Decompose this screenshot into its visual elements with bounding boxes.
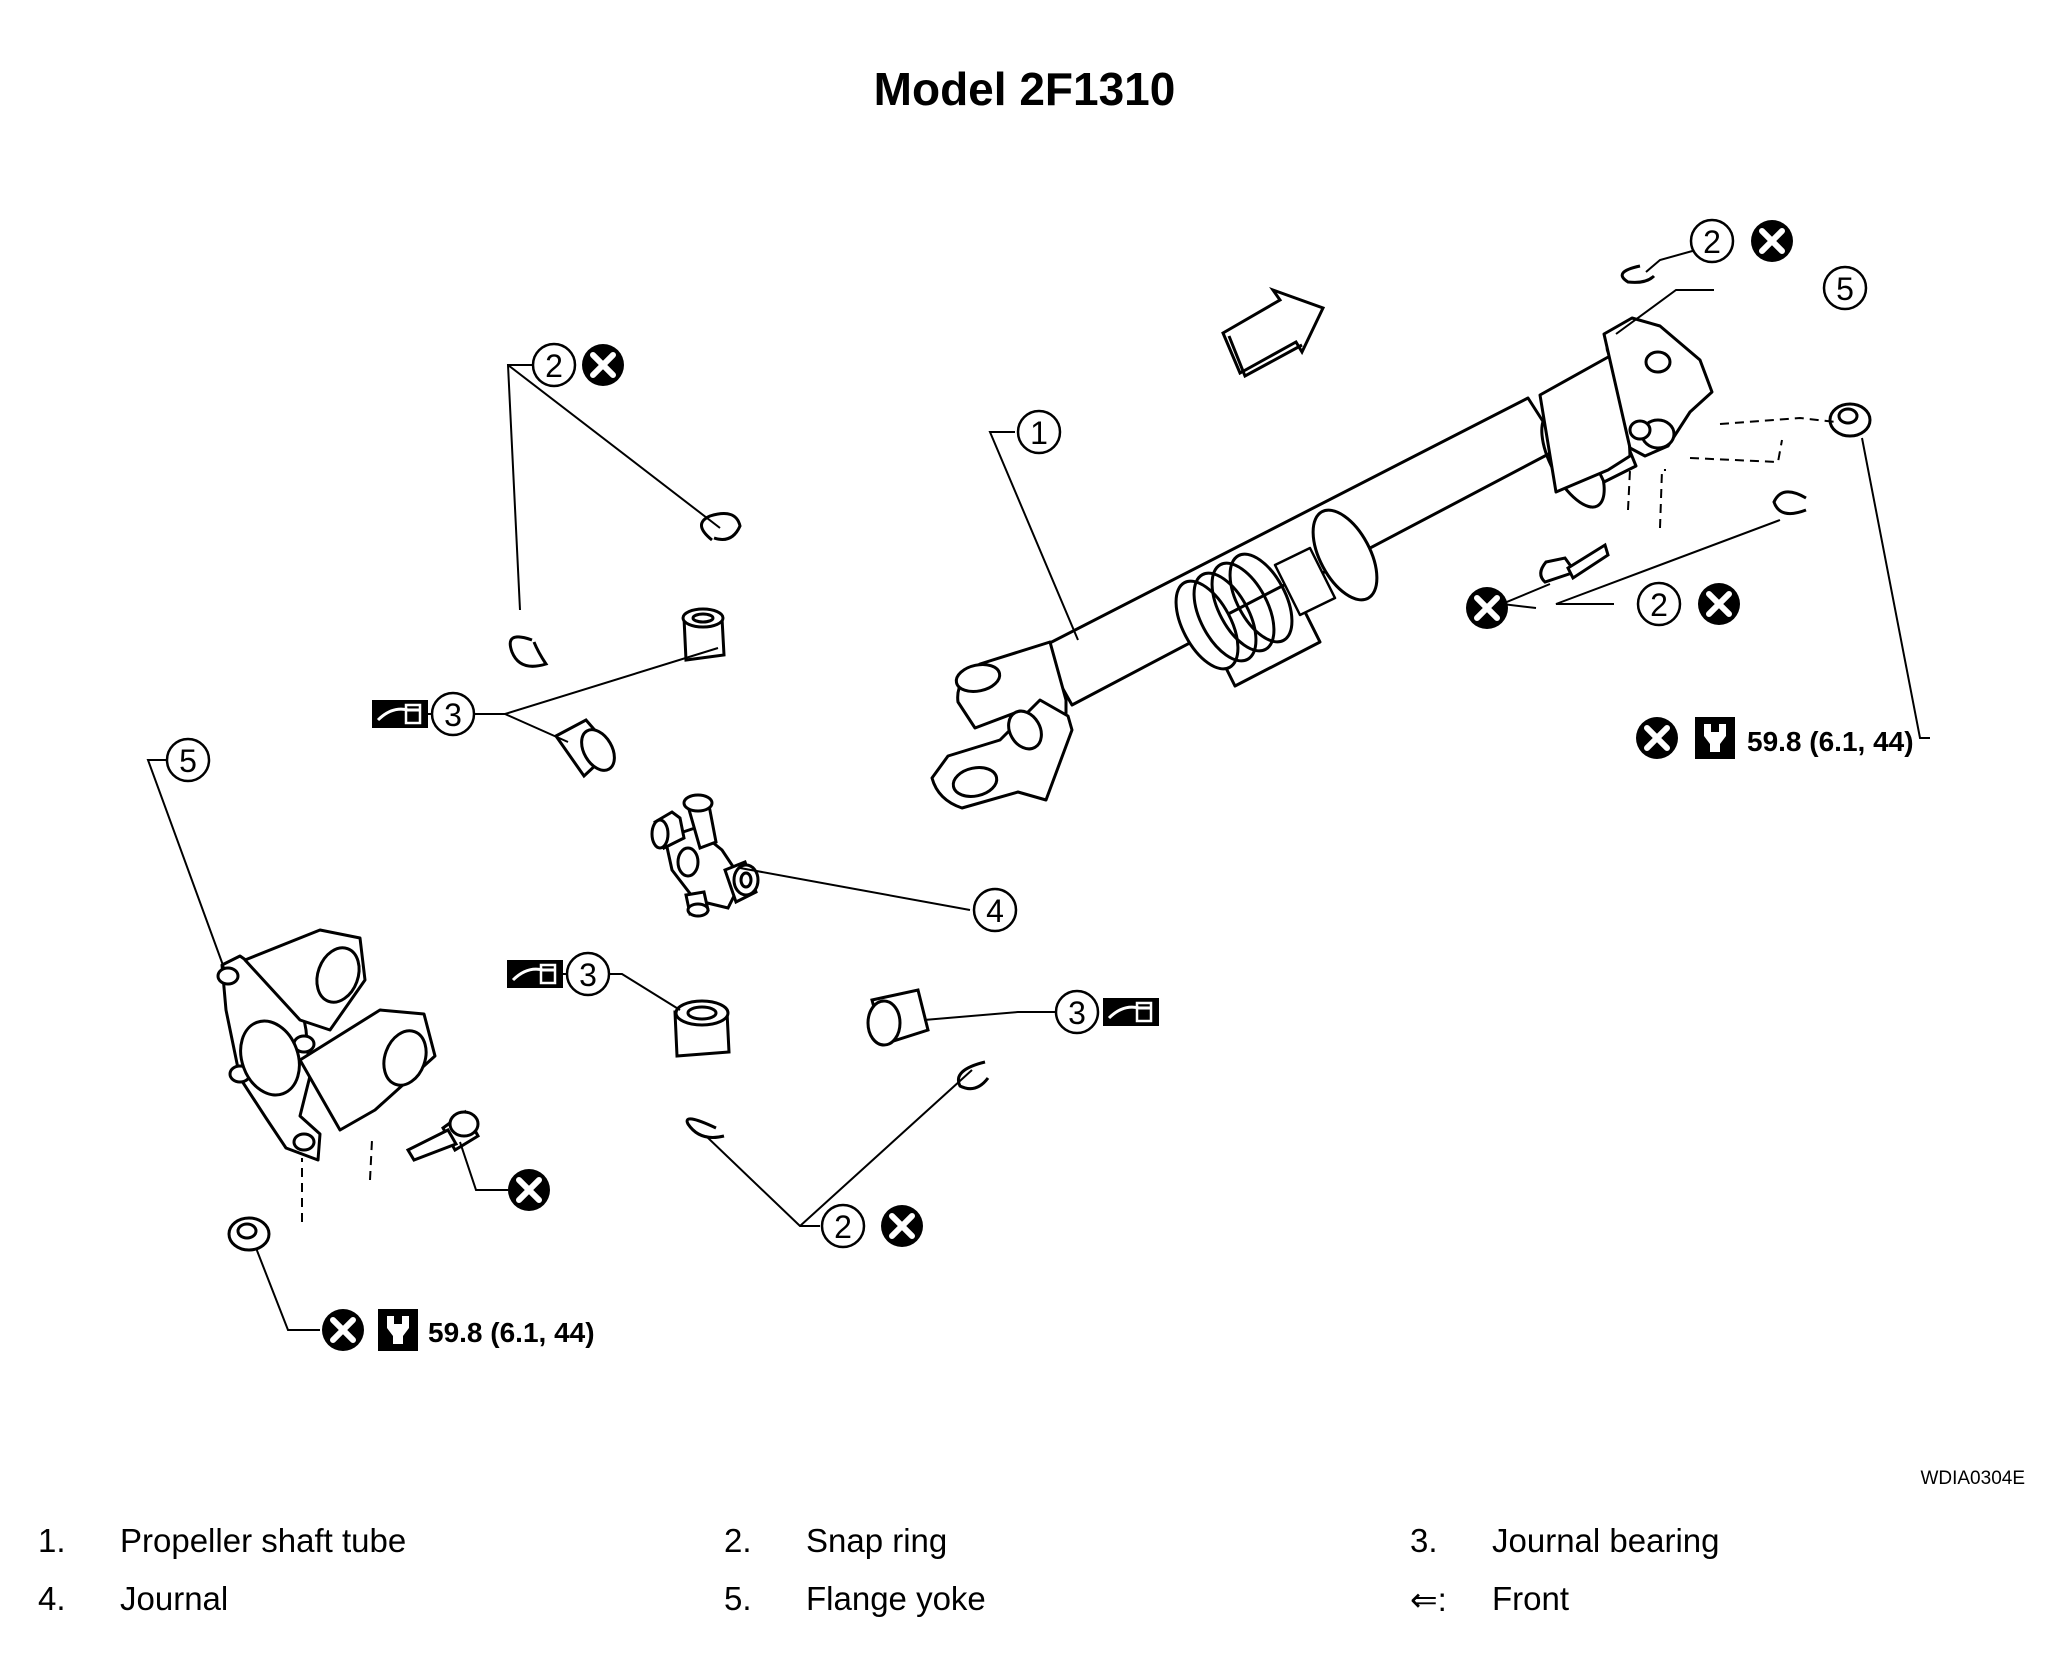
grease-icon xyxy=(370,698,430,730)
legend-label: Propeller shaft tube xyxy=(120,1522,407,1559)
torque-wrench-icon xyxy=(378,1309,418,1351)
journal-cross xyxy=(650,793,760,918)
svg-text:3: 3 xyxy=(1068,995,1086,1031)
svg-text:3: 3 xyxy=(579,957,597,993)
legend-number: 4. xyxy=(38,1580,66,1617)
do-not-reuse-icon xyxy=(582,344,624,386)
svg-text:5: 5 xyxy=(179,743,197,779)
legend-label: Journal xyxy=(120,1580,229,1617)
do-not-reuse-icon xyxy=(1466,587,1508,629)
grease-icon xyxy=(505,958,565,990)
callout-2-upper-right: 2 xyxy=(1689,218,1735,264)
grease-icon xyxy=(1101,996,1161,1028)
legend-number: ⇐: xyxy=(1410,1581,1447,1618)
callout-5-left: 5 xyxy=(165,737,211,783)
legend-label: Snap ring xyxy=(806,1522,948,1559)
svg-text:2: 2 xyxy=(1650,587,1668,623)
bolts-and-nuts xyxy=(227,402,1872,1252)
do-not-reuse-icon xyxy=(322,1309,364,1351)
front-arrow-icon xyxy=(1221,286,1326,379)
torque-spec-left: 59.8 (6.1, 44) xyxy=(428,1317,595,1348)
callout-3-right: 3 xyxy=(1054,989,1100,1035)
callout-3-mid: 3 xyxy=(565,951,611,997)
callout-4: 4 xyxy=(972,887,1018,933)
callout-5-right: 5 xyxy=(1822,265,1868,311)
callout-2-bottom: 2 xyxy=(820,1203,866,1249)
svg-text:4: 4 xyxy=(986,893,1004,929)
do-not-reuse-icon xyxy=(1698,583,1740,625)
legend-label: Journal bearing xyxy=(1492,1522,1720,1559)
legend-number: 1. xyxy=(38,1522,66,1559)
legend-number: 2. xyxy=(724,1522,752,1559)
snap-rings xyxy=(508,264,1807,1139)
callout-3-left: 3 xyxy=(430,691,476,737)
torque-wrench-icon xyxy=(1695,717,1735,759)
callout-2-left: 2 xyxy=(531,342,577,388)
do-not-reuse-icon xyxy=(881,1205,923,1247)
svg-text:2: 2 xyxy=(1703,224,1721,260)
lower-flange-yoke xyxy=(216,928,437,1162)
svg-text:5: 5 xyxy=(1836,271,1854,307)
legend-number: 5. xyxy=(724,1580,752,1617)
svg-text:2: 2 xyxy=(834,1209,852,1245)
do-not-reuse-icon xyxy=(508,1169,550,1211)
journal-bearings xyxy=(553,607,930,1058)
legend-number: 3. xyxy=(1410,1522,1438,1559)
diagram-title: Model 2F1310 xyxy=(873,63,1176,115)
figure-code: WDIA0304E xyxy=(1920,1468,2025,1489)
legend-label: Front xyxy=(1492,1580,1570,1617)
legend-label: Flange yoke xyxy=(806,1580,986,1617)
do-not-reuse-icon xyxy=(1636,717,1678,759)
do-not-reuse-icon xyxy=(1751,220,1793,262)
svg-text:3: 3 xyxy=(444,697,462,733)
propeller-shaft-assembly xyxy=(930,316,1714,810)
svg-text:1: 1 xyxy=(1030,415,1048,451)
svg-text:2: 2 xyxy=(545,348,563,384)
callout-2-right: 2 xyxy=(1636,581,1682,627)
torque-spec-right: 59.8 (6.1, 44) xyxy=(1747,726,1914,757)
callout-1-upper: 1 xyxy=(1016,409,1062,455)
